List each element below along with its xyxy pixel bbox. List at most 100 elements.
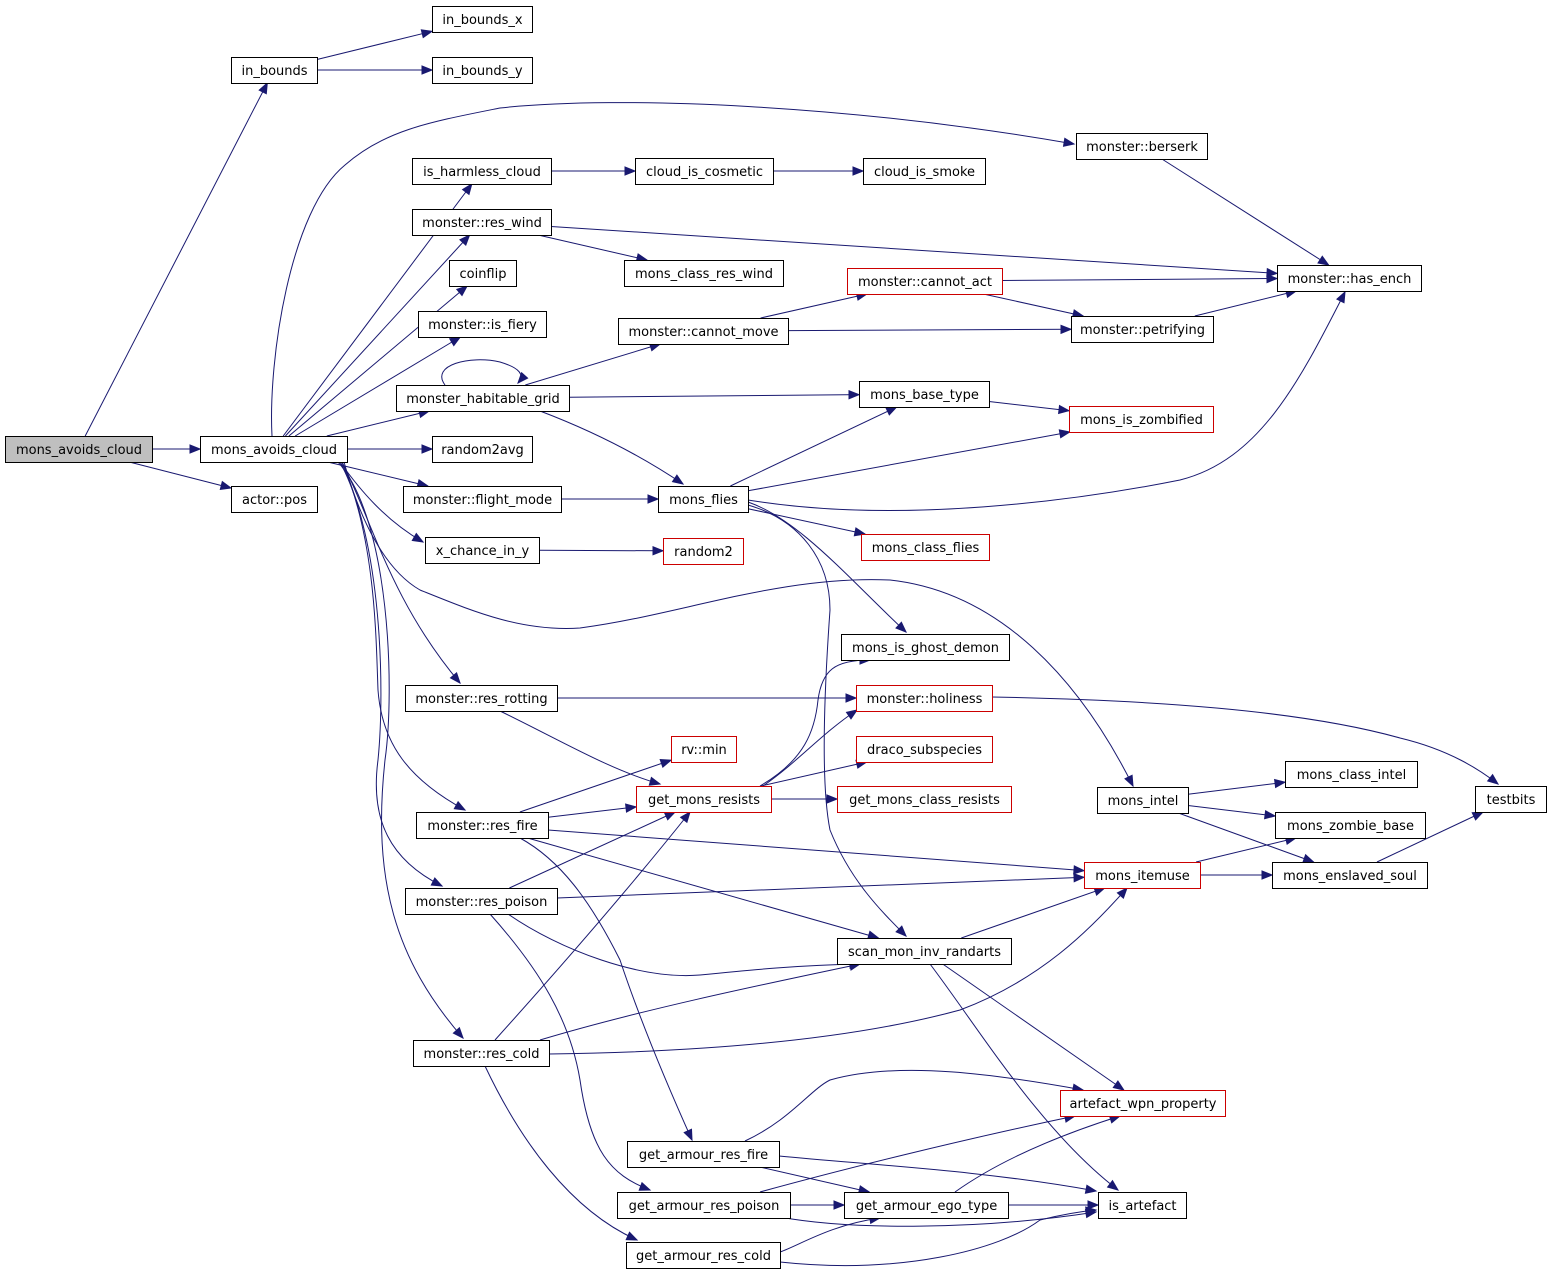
node-box: [1084, 862, 1201, 889]
node-res-cold[interactable]: monster::res_cold: [413, 1040, 550, 1067]
edge-line: [787, 328, 1072, 332]
edge-mons_flies-to-scan_randarts: [747, 504, 907, 937]
arrowhead-icon: [1317, 255, 1330, 266]
node-actor-pos[interactable]: actor::pos: [231, 486, 318, 513]
node-artefact-wpn[interactable]: artefact_wpn_property: [1060, 1090, 1226, 1117]
node-armour-res-fire[interactable]: get_armour_res_fire: [627, 1141, 780, 1168]
edge-line: [441, 359, 522, 386]
edge-line: [538, 549, 664, 552]
node-coinflip[interactable]: coinflip: [449, 260, 517, 287]
node-mons-class-res-wind[interactable]: mons_class_res_wind: [624, 260, 784, 287]
node-box: [200, 436, 348, 463]
arrowhead-icon: [420, 29, 434, 39]
arrowhead-icon: [625, 803, 638, 813]
node-mac2[interactable]: mons_avoids_cloud: [200, 436, 348, 463]
node-layer: mons_avoids_cloud in_bounds in_bounds_x in_…: [5, 6, 1547, 1269]
node-mons-flies[interactable]: mons_flies: [658, 486, 749, 513]
edge-root-to-actor_pos: [129, 461, 233, 490]
node-enslaved-soul[interactable]: mons_enslaved_soul: [1272, 862, 1428, 889]
edge-line: [747, 504, 907, 937]
edge-line: [1187, 805, 1276, 817]
node-label: get_mons_resists: [648, 793, 760, 808]
node-has-ench[interactable]: monster::has_ench: [1277, 265, 1422, 292]
node-ghost-demon[interactable]: mons_is_ghost_demon: [841, 634, 1010, 661]
node-label: monster::flight_mode: [413, 493, 552, 508]
node-box: [863, 158, 986, 185]
node-res-wind[interactable]: monster::res_wind: [412, 209, 552, 236]
edge-mons_itemuse-to-mons_zombie_base: [1195, 835, 1298, 863]
node-habitable-grid[interactable]: monster_habitable_grid: [396, 385, 570, 412]
node-in-bounds-y[interactable]: in_bounds_y: [432, 57, 533, 84]
edge-line: [983, 293, 1084, 317]
edge-line: [341, 461, 461, 684]
node-mons-class-flies[interactable]: mons_class_flies: [861, 534, 990, 561]
edge-res_fire-to-get_mons_resists: [547, 803, 638, 818]
edge-line: [285, 234, 470, 437]
node-mons-itemuse[interactable]: mons_itemuse: [1084, 862, 1201, 889]
node-armour-ego-type[interactable]: get_armour_ego_type: [844, 1192, 1009, 1219]
node-label: monster::res_wind: [422, 216, 542, 231]
arrowhead-icon: [845, 709, 859, 720]
node-label: mons_class_intel: [1297, 768, 1406, 783]
node-is-harmless-cloud[interactable]: is_harmless_cloud: [412, 158, 552, 185]
node-mons-class-intel[interactable]: mons_class_intel: [1285, 761, 1418, 788]
node-armour-res-poison[interactable]: get_armour_res_poison: [617, 1192, 791, 1219]
node-label: in_bounds: [241, 64, 307, 79]
node-in-bounds-x[interactable]: in_bounds_x: [432, 6, 533, 33]
node-mons-zombie-base[interactable]: mons_zombie_base: [1275, 812, 1426, 839]
edge-line: [759, 1166, 870, 1193]
node-draco[interactable]: draco_subspecies: [856, 736, 993, 763]
arrowhead-icon: [448, 336, 462, 347]
edge-line: [494, 811, 691, 1041]
edge-cannot_act-to-has_ench: [1001, 273, 1279, 284]
arrowhead-icon: [452, 1026, 464, 1040]
node-scan-randarts[interactable]: scan_mon_inv_randarts: [837, 938, 1012, 965]
edge-line: [294, 336, 461, 437]
node-mons-base-type[interactable]: mons_base_type: [859, 381, 990, 408]
node-is-artefact[interactable]: is_artefact: [1098, 1192, 1187, 1219]
node-box: [231, 486, 318, 513]
node-label: monster_habitable_grid: [406, 392, 560, 407]
node-random2[interactable]: random2: [663, 538, 744, 565]
node-is-fiery[interactable]: monster::is_fiery: [418, 311, 547, 338]
node-random2avg[interactable]: random2avg: [432, 436, 533, 463]
edge-habitable_grid-to-mons_flies: [539, 410, 685, 485]
node-mons-intel[interactable]: mons_intel: [1097, 787, 1189, 814]
node-label: random2avg: [441, 443, 524, 458]
node-box: [1277, 265, 1422, 292]
edge-habitable_grid-to-cannot_move: [525, 342, 662, 386]
node-cloud-is-smoke[interactable]: cloud_is_smoke: [863, 158, 986, 185]
node-res-poison[interactable]: monster::res_poison: [405, 888, 558, 915]
arrowhead-icon: [652, 546, 665, 556]
node-box: [432, 436, 533, 463]
arrowhead-icon: [1084, 1184, 1098, 1194]
node-holiness[interactable]: monster::holiness: [856, 685, 993, 712]
edge-armour_res_poison-to-armour_ego_type: [790, 1200, 846, 1210]
edge-root-to-mac2: [152, 444, 202, 454]
node-label: monster::petrifying: [1080, 323, 1205, 338]
edge-get_mons_resists-to-holiness: [762, 709, 859, 787]
node-petrifying[interactable]: monster::petrifying: [1071, 316, 1214, 343]
node-get-mons-class-resists[interactable]: get_mons_class_resists: [837, 786, 1012, 813]
node-in-bounds[interactable]: in_bounds: [231, 57, 318, 84]
node-monster-berserk[interactable]: monster::berserk: [1076, 133, 1208, 160]
node-get-mons-resists[interactable]: get_mons_resists: [636, 786, 772, 813]
node-testbits[interactable]: testbits: [1475, 786, 1547, 813]
node-cannot-act[interactable]: monster::cannot_act: [847, 268, 1003, 295]
node-flight-mode[interactable]: monster::flight_mode: [403, 486, 562, 513]
node-x-chance-in-y[interactable]: x_chance_in_y: [425, 537, 540, 564]
node-rv-min[interactable]: rv::min: [671, 736, 737, 763]
node-armour-res-cold[interactable]: get_armour_res_cold: [626, 1242, 781, 1269]
node-res-rotting[interactable]: monster::res_rotting: [405, 685, 558, 712]
arrowhead-icon: [1060, 324, 1073, 335]
node-cloud-is-cosmetic[interactable]: cloud_is_cosmetic: [635, 158, 774, 185]
edge-res_rotting-to-get_mons_resists: [499, 710, 662, 786]
edge-get_mons_resists-to-ghost_demon: [759, 655, 872, 787]
arrowhead-icon: [867, 930, 880, 940]
node-root[interactable]: mons_avoids_cloud: [5, 436, 153, 463]
node-cannot-move[interactable]: monster::cannot_move: [618, 318, 789, 345]
edge-res_wind-to-mons_class_res_wind: [537, 234, 649, 263]
node-box: [1060, 1090, 1226, 1117]
node-res-fire[interactable]: monster::res_fire: [416, 812, 549, 839]
node-mons-is-zombified[interactable]: mons_is_zombified: [1069, 406, 1214, 433]
